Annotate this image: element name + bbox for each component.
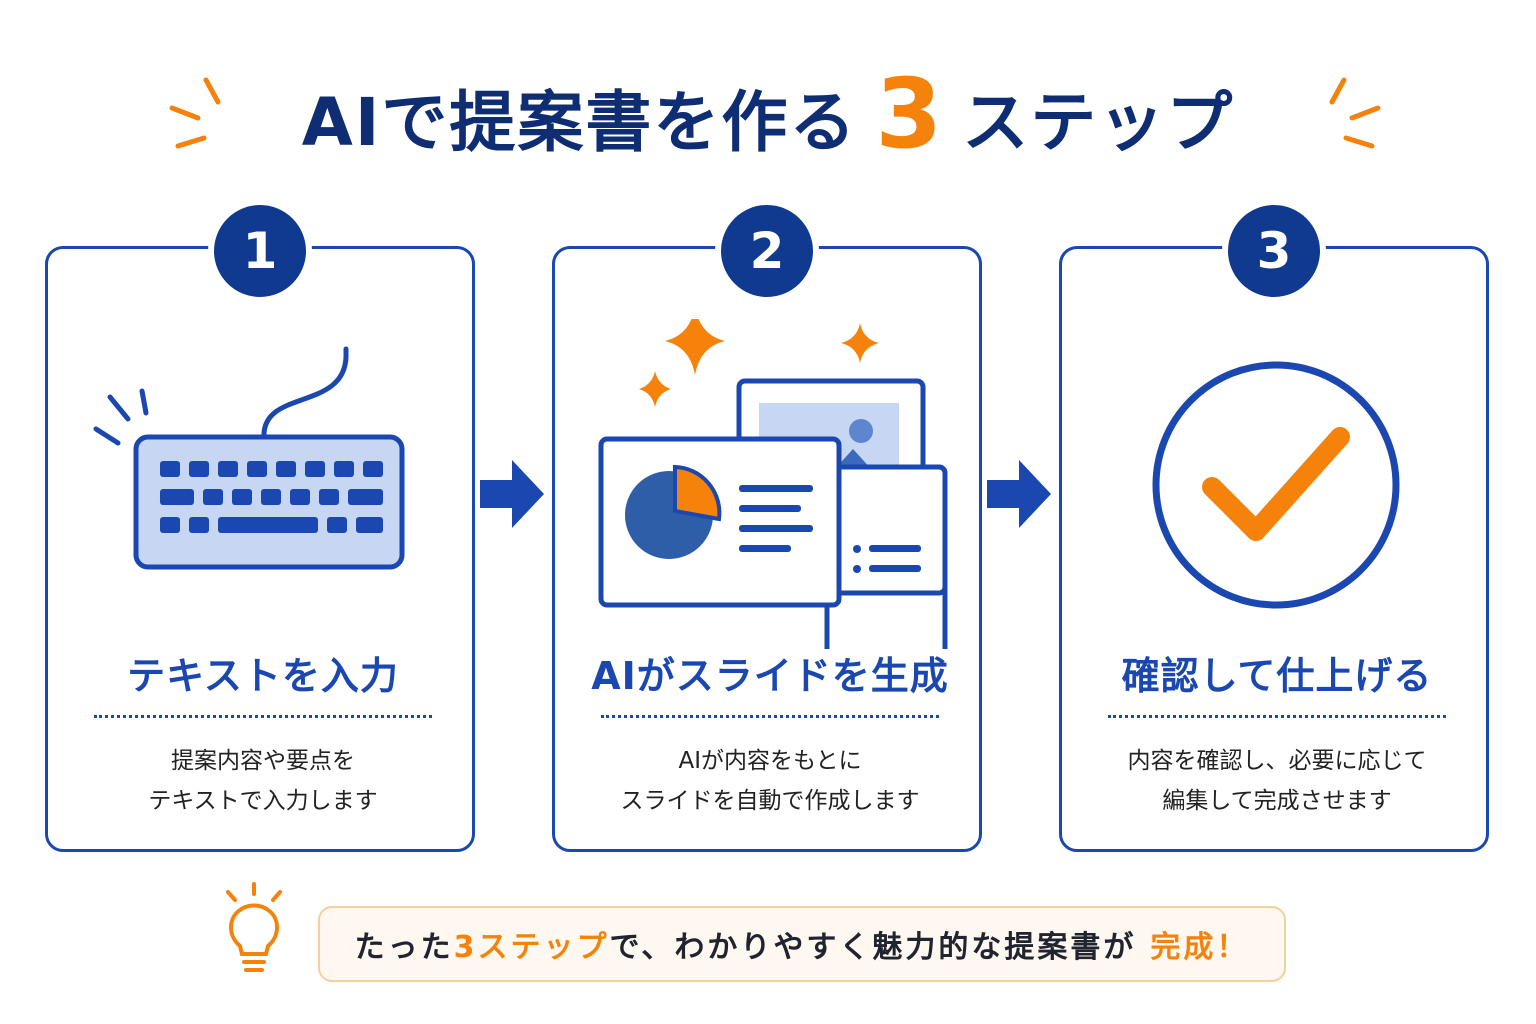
step-title: 確認して仕上げる (1121, 654, 1433, 698)
dotted-divider (1108, 715, 1446, 718)
burst-right-icon (1329, 77, 1381, 149)
description-line: 提案内容や要点を (171, 748, 355, 774)
keyboard-icon (93, 346, 405, 570)
step-card-3: 3 確認して仕上げる 内容を確認し、必要に応じて 編集して完成させます (1059, 199, 1492, 852)
description-line: AIが内容をもとに (678, 748, 862, 774)
dotted-divider (94, 715, 432, 718)
banner-highlight-steps: 3ステップ (453, 930, 610, 965)
check-circle-icon (1152, 361, 1400, 609)
step-description: AIが内容をもとに スライドを自動で作成します (555, 741, 985, 821)
lightbulb-icon (226, 882, 282, 972)
step-card-1: 1 テキストを入力 提案内容や要点を テキストで入力します (45, 199, 478, 852)
title-number: 3 (875, 58, 945, 170)
description-line: 編集して完成させます (1162, 788, 1392, 814)
banner-text-2: で、わかりやすく魅力的な提案書が (609, 930, 1137, 965)
step-number-badge: 1 (208, 199, 312, 303)
step-description: 提案内容や要点を テキストで入力します (48, 741, 478, 821)
step-description: 内容を確認し、必要に応じて 編集して完成させます (1062, 741, 1492, 821)
arrow-right-icon (480, 460, 544, 528)
dotted-divider (601, 715, 939, 718)
title-prefix: AIで提案書を作る (301, 84, 858, 161)
burst-left-icon (169, 77, 221, 149)
step-number-badge: 2 (715, 199, 819, 303)
title-container: AIで提案書を作る 3 ステップ (0, 62, 1536, 172)
step-number-badge: 3 (1222, 199, 1326, 303)
description-line: スライドを自動で作成します (620, 788, 920, 814)
step-title: テキストを入力 (127, 654, 399, 698)
step-title: AIがスライドを生成 (591, 654, 949, 698)
page-title: AIで提案書を作る 3 ステップ (301, 58, 1235, 170)
summary-banner: たった 3ステップ で、わかりやすく魅力的な提案書が 完成！ (318, 906, 1286, 982)
description-line: テキストで入力します (148, 788, 378, 814)
step-card-2: 2 AIがスライドを生成 AIが内容をもとに (552, 199, 985, 852)
slides-icon (598, 319, 948, 649)
arrow-right-icon (987, 460, 1051, 528)
banner-text-1: たった (354, 930, 454, 965)
description-line: 内容を確認し、必要に応じて (1127, 748, 1427, 774)
banner-highlight-complete: 完成！ (1150, 930, 1250, 965)
title-suffix: ステップ (962, 84, 1235, 161)
